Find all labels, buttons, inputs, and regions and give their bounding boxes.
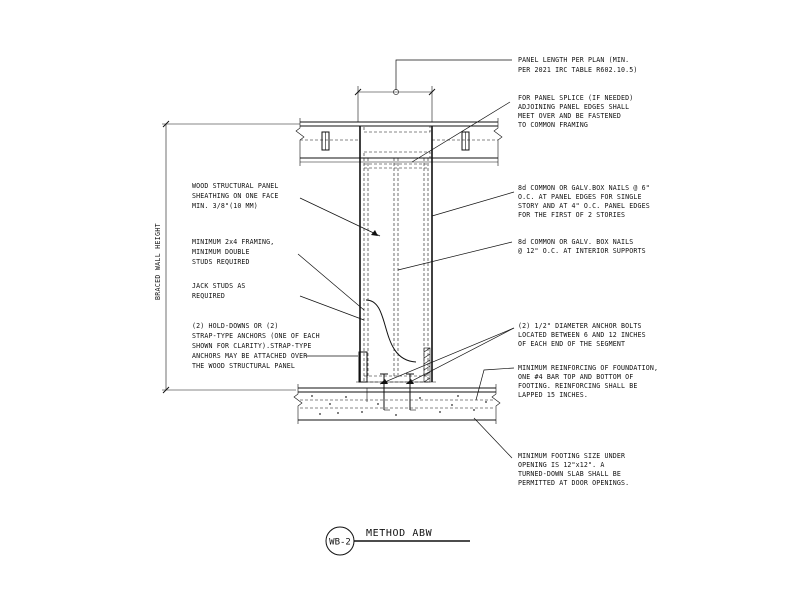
note-jack-studs: JACK STUDS AS REQUIRED — [192, 282, 250, 300]
note-interior-nailing: 8d COMMON OR GALV. BOX NAILS @ 12" O.C. … — [518, 238, 646, 255]
braced-wall-height-text: BRACED WALL HEIGHT — [154, 223, 162, 300]
braced-wall-height-label: BRACED WALL HEIGHT — [154, 223, 162, 300]
note-panel-splice: FOR PANEL SPLICE (IF NEEDED) ADJOINING P… — [518, 94, 637, 129]
braced-wall-height-dimension — [162, 120, 300, 394]
note-panel-length: PANEL LENGTH PER PLAN (MIN. PER 2021 IRC… — [518, 56, 637, 74]
detail-title: METHOD ABW — [366, 528, 433, 539]
note-hold-downs: (2) HOLD-DOWNS OR (2) STRAP-TYPE ANCHORS… — [192, 322, 324, 370]
note-sheathing: WOOD STRUCTURAL PANEL SHEATHING ON ONE F… — [192, 182, 283, 210]
detail-tag: WB-2 — [329, 538, 351, 548]
note-edge-nailing: 8d COMMON OR GALV.BOX NAILS @ 6" O.C. AT… — [518, 184, 654, 219]
left-notes: WOOD STRUCTURAL PANEL SHEATHING ON ONE F… — [192, 182, 324, 370]
strap-anchor-plate — [423, 347, 431, 383]
wall-framing — [356, 125, 436, 383]
foundation-footing — [293, 384, 501, 424]
note-reinforcing: MINIMUM REINFORCING OF FOUNDATION, ONE #… — [518, 364, 662, 399]
right-notes: PANEL LENGTH PER PLAN (MIN. PER 2021 IRC… — [518, 56, 662, 487]
top-header-beam — [295, 118, 503, 166]
wall-section-drawing — [162, 86, 503, 424]
note-footing-size: MINIMUM FOOTING SIZE UNDER OPENING IS 12… — [518, 452, 629, 487]
leader-lines — [297, 59, 515, 459]
detail-title-block: WB-2 METHOD ABW — [325, 526, 470, 556]
note-anchor-bolts: (2) 1/2" DIAMETER ANCHOR BOLTS LOCATED B… — [518, 322, 650, 348]
concrete-stipple — [311, 395, 487, 416]
hold-down — [358, 351, 368, 383]
panel-length-dimension — [354, 86, 436, 122]
note-framing: MINIMUM 2x4 FRAMING, MINIMUM DOUBLE STUD… — [192, 238, 279, 266]
